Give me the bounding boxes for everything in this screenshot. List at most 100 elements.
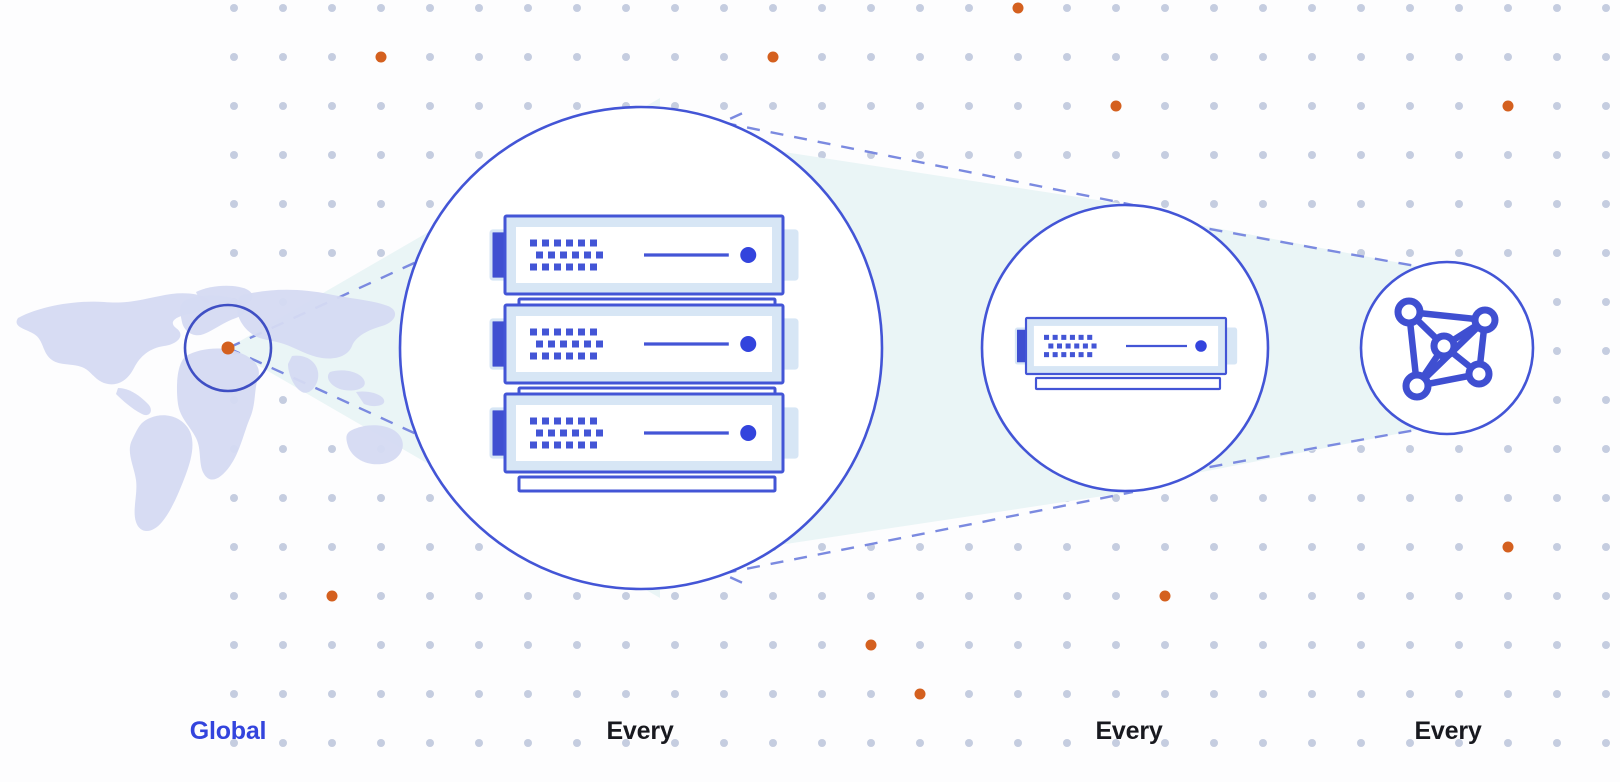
server-vent-square (590, 441, 597, 449)
grid-dot (965, 739, 973, 747)
server-vent-square (560, 340, 567, 348)
grid-dot (1553, 739, 1561, 747)
server-vent-square (578, 441, 585, 449)
grid-dot (230, 494, 238, 502)
grid-dot (916, 641, 924, 649)
server-vent-square (554, 239, 561, 247)
grid-dot (818, 641, 826, 649)
grid-dot (1357, 690, 1365, 698)
grid-dot (1406, 592, 1414, 600)
grid-dot (1161, 4, 1169, 12)
grid-dot (1308, 4, 1316, 12)
grid-dot (1259, 151, 1267, 159)
grid-dot (1308, 543, 1316, 551)
grid-dot (1504, 151, 1512, 159)
grid-dot (720, 4, 728, 12)
grid-dot (1112, 641, 1120, 649)
server-vent-square (530, 441, 537, 449)
grid-dot (377, 739, 385, 747)
grid-dot (1161, 494, 1169, 502)
grid-dot (279, 53, 287, 61)
grid-dot (1406, 200, 1414, 208)
grid-dot (1357, 445, 1365, 453)
grid-dot (475, 592, 483, 600)
grid-dot-accent (375, 51, 387, 63)
grid-dot (769, 4, 777, 12)
grid-dot (1308, 200, 1316, 208)
server-vent-square (542, 352, 549, 360)
grid-dot (230, 4, 238, 12)
server-vent-square (566, 239, 573, 247)
server-vent-square (1065, 343, 1071, 349)
grid-dot (1602, 690, 1610, 698)
grid-dot (1553, 396, 1561, 404)
grid-dot (916, 739, 924, 747)
grid-dot (524, 592, 532, 600)
grid-dot (328, 543, 336, 551)
grid-dot (916, 102, 924, 110)
grid-dot (1161, 151, 1169, 159)
grid-dot (867, 102, 875, 110)
server-vent-square (590, 417, 597, 425)
grid-dot (622, 739, 630, 747)
grid-dot (1210, 592, 1218, 600)
server-vent-square (1069, 352, 1075, 358)
network-node (1465, 360, 1493, 388)
grid-dot (1014, 641, 1022, 649)
grid-dot (377, 494, 385, 502)
server-rack (489, 214, 799, 493)
grid-dot (769, 641, 777, 649)
server-led (740, 336, 757, 352)
grid-dot (573, 102, 581, 110)
grid-dot (1063, 592, 1071, 600)
grid-dot (524, 739, 532, 747)
grid-dot (1455, 102, 1463, 110)
network-node (1471, 306, 1499, 334)
grid-dot (1308, 739, 1316, 747)
server-vent-square (530, 352, 537, 360)
grid-dot (328, 641, 336, 649)
grid-dot (279, 445, 287, 453)
server-vent-square (578, 352, 585, 360)
server-vent-square (1069, 334, 1075, 340)
grid-dot (230, 690, 238, 698)
server-vent-square (1087, 352, 1093, 358)
grid-dot (1112, 4, 1120, 12)
world-map-landmass (356, 391, 385, 407)
grid-dot (1308, 641, 1316, 649)
grid-dot (1308, 102, 1316, 110)
grid-dot (1112, 53, 1120, 61)
server-vent-square (530, 263, 537, 271)
grid-dot (279, 543, 287, 551)
grid-dot (1210, 543, 1218, 551)
grid-dot (328, 200, 336, 208)
grid-dot (377, 151, 385, 159)
grid-dot (328, 690, 336, 698)
grid-dot (965, 690, 973, 698)
grid-dot (671, 53, 679, 61)
grid-dot-accent (767, 51, 779, 63)
grid-dot (573, 53, 581, 61)
grid-dot (1455, 200, 1463, 208)
grid-dot (622, 592, 630, 600)
server-vent-square (596, 429, 603, 437)
grid-dot (1504, 249, 1512, 257)
grid-dot (769, 690, 777, 698)
grid-dot (377, 543, 385, 551)
grid-dot (1112, 543, 1120, 551)
grid-dot (1357, 151, 1365, 159)
server-vent-square (1052, 352, 1058, 358)
label-every-service: Every service (1220, 669, 1620, 782)
grid-dot (671, 4, 679, 12)
server-vent-square (566, 263, 573, 271)
grid-dot (279, 739, 287, 747)
server-vent-square (566, 352, 573, 360)
grid-dot (1161, 739, 1169, 747)
grid-dot (230, 53, 238, 61)
grid-dot (377, 592, 385, 600)
grid-dot (377, 200, 385, 208)
grid-dot (1308, 592, 1316, 600)
grid-dot (1455, 4, 1463, 12)
server-vent-square (578, 263, 585, 271)
